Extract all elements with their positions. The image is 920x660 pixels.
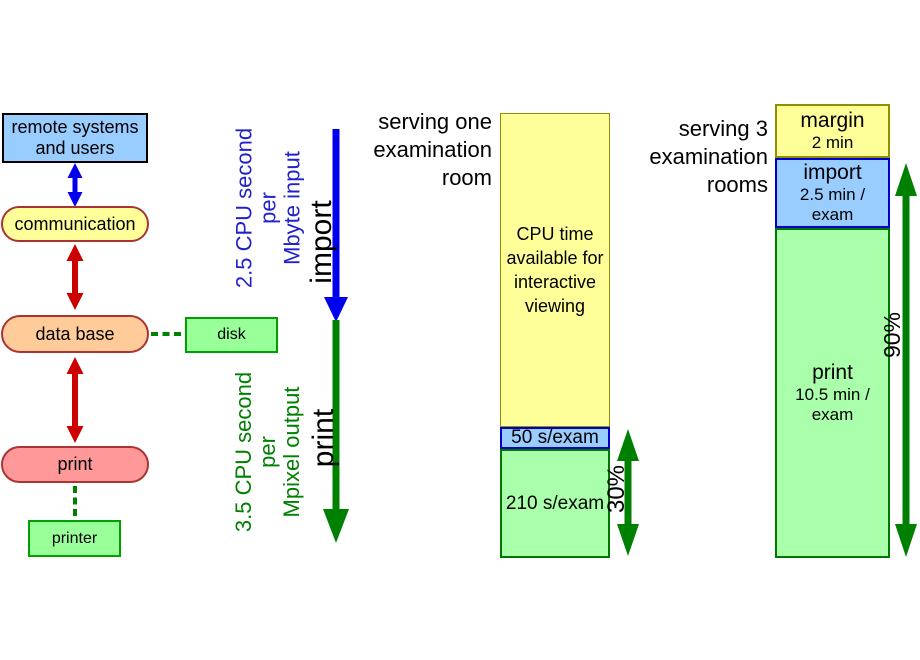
- print-flow-arrow: [323, 320, 349, 543]
- communication-database-arrow: [66, 244, 84, 310]
- print-segment-3-title: print: [812, 361, 853, 384]
- percent-90-arrow: [895, 163, 917, 557]
- database-print-arrow: [66, 357, 84, 443]
- database-label: data base: [35, 323, 115, 344]
- margin-segment-title: margin: [800, 109, 865, 132]
- print-segment-3: print 10.5 min / exam: [775, 228, 890, 558]
- percent-90-label: 90%: [879, 311, 905, 359]
- print-node: print: [1, 446, 149, 483]
- import-flow-arrow: [324, 129, 348, 322]
- printer-label: printer: [51, 529, 98, 547]
- chart-one-title: serving one examination room: [373, 109, 492, 190]
- chart-three-title: serving 3 examination rooms: [649, 116, 768, 197]
- remote-communication-arrow: [67, 163, 83, 207]
- cpu-available-segment: CPU time available for interactive viewi…: [500, 113, 610, 427]
- communication-node: communication: [1, 206, 149, 242]
- import-flow-label: import: [305, 200, 338, 284]
- import-segment-3-title: import: [803, 161, 862, 184]
- print-segment: 210 s/exam: [500, 449, 610, 558]
- import-segment-3-value: 2.5 min / exam: [799, 185, 866, 224]
- print-flow-label: print: [307, 408, 340, 468]
- printer-node: printer: [28, 520, 121, 557]
- chart-one-bar: CPU time available for interactive viewi…: [500, 113, 610, 558]
- percent-30-arrow: [617, 429, 639, 556]
- percent-30-label: 30%: [603, 464, 630, 514]
- import-segment-value: 50 s/exam: [511, 427, 599, 448]
- margin-segment: margin 2 min: [775, 104, 890, 158]
- import-segment: 50 s/exam: [500, 427, 610, 449]
- disk-node: disk: [185, 317, 278, 353]
- communication-label: communication: [14, 213, 136, 234]
- margin-segment-value: 2 min: [811, 133, 854, 152]
- import-rate-label: 2.5 CPU second per Mbyte input: [231, 127, 305, 289]
- disk-label: disk: [217, 326, 246, 343]
- print-node-label: print: [57, 454, 93, 474]
- cpu-available-label: CPU time available for interactive viewi…: [506, 224, 604, 316]
- print-segment-value: 210 s/exam: [505, 492, 605, 514]
- chart-three-bar: margin 2 min import 2.5 min / exam print…: [775, 104, 890, 558]
- print-segment-3-value: 10.5 min / exam: [795, 385, 870, 424]
- remote-systems-label: remote systems and users: [11, 117, 139, 158]
- import-segment-3: import 2.5 min / exam: [775, 158, 890, 228]
- database-node: data base: [1, 315, 149, 353]
- print-rate-label: 3.5 CPU second per Mpixel output: [231, 371, 304, 533]
- remote-systems-node: remote systems and users: [2, 113, 148, 163]
